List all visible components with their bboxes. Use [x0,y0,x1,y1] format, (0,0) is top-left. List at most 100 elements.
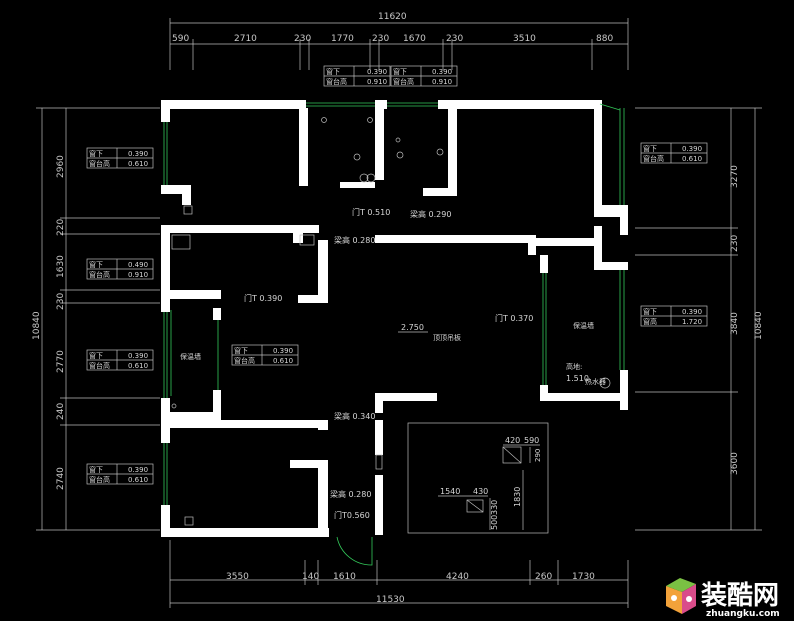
logo-url: zhuangku.com [706,609,780,619]
left-dimensions: 10840 2960 220 1630 230 2770 240 2740 [32,155,66,490]
dim-left-seg: 2740 [56,467,66,490]
svg-text:窗下: 窗下 [89,465,103,474]
dim-right-seg: 230 [730,235,740,252]
svg-text:1540: 1540 [440,487,460,496]
beam-label: 梁高 0.280 [334,235,375,245]
window-tags: 窗下 0.390 窗台高 0.910 窗下 0.390 窗台高 0.910 窗下 0.39… [86,65,708,485]
window-tag: 窗下 0.390 窗台高 0.610 [86,349,154,371]
dim-bottom-total: 11530 [376,595,405,605]
svg-text:0.910: 0.910 [367,78,387,86]
svg-text:窗台高: 窗台高 [643,154,664,163]
svg-text:窗下: 窗下 [89,351,103,360]
beam-label: 梁高 0.290 [410,209,451,219]
door-label: 门T 0.390 [244,293,282,303]
svg-text:0.390: 0.390 [128,150,148,158]
wall-label: 保温墙 [180,352,201,361]
door-label: 门T0.560 [334,510,370,520]
svg-text:0.610: 0.610 [128,362,148,370]
dim-top-seg: 590 [172,34,189,44]
dim-right-total: 10840 [754,311,764,340]
svg-text:0.390: 0.390 [682,308,702,316]
svg-text:500: 500 [490,515,499,530]
svg-text:330: 330 [490,500,499,515]
beam-label: 梁高 0.340 [334,411,375,421]
door-label: 门T 0.510 [352,207,390,217]
water-heater-label: 热水器 [585,377,606,386]
right-dimensions: 3270 230 3840 3600 10840 [730,165,764,475]
dim-top-seg: 1770 [331,34,354,44]
svg-text:0.610: 0.610 [273,357,293,365]
dim-bottom-seg: 260 [535,572,552,582]
dim-bottom-seg: 3550 [226,572,249,582]
wall-label: 保温墙 [573,321,594,330]
window-tag: 窗下 0.390 窗台高 0.910 [390,65,458,87]
svg-text:0.910: 0.910 [432,78,452,86]
dim-left-seg: 2770 [56,350,66,373]
svg-text:0.390: 0.390 [128,352,148,360]
door-swing [336,536,373,566]
dim-left-seg: 240 [56,403,66,420]
dim-right-seg: 3600 [730,452,740,475]
dim-left-seg: 220 [56,219,66,236]
svg-text:0.610: 0.610 [128,160,148,168]
dim-top-seg: 230 [446,34,463,44]
svg-text:窗下: 窗下 [643,307,657,316]
svg-text:窗下: 窗下 [643,144,657,153]
door-label: 门T 0.370 [495,313,533,323]
svg-text:窗下: 窗下 [393,67,407,76]
height-label: 高地: [566,362,582,371]
svg-text:窗台高: 窗台高 [234,356,255,365]
dim-left-total: 10840 [32,311,42,340]
dim-left-seg: 230 [56,293,66,310]
svg-text:窗台高: 窗台高 [326,77,347,86]
svg-text:290: 290 [534,449,542,462]
walls [161,100,628,537]
dim-top-seg: 1670 [403,34,426,44]
svg-text:1.720: 1.720 [682,318,702,326]
svg-text:1830: 1830 [513,487,522,507]
dim-top-seg: 230 [372,34,389,44]
svg-text:0.390: 0.390 [432,68,452,76]
svg-text:窗台高: 窗台高 [89,270,110,279]
height-value: 1.510 [566,374,589,383]
top-dimensions: 11620 590 2710 230 1770 230 1670 230 351… [172,12,613,44]
window-tag: 窗下 0.390 窗台高 0.910 [323,65,391,87]
dim-left-seg: 1630 [56,255,66,278]
fixtures [171,117,611,526]
svg-text:窗下: 窗下 [326,67,340,76]
dim-right-seg: 3840 [730,312,740,335]
svg-text:0.390: 0.390 [367,68,387,76]
ceiling-label: 顶顶吊板 [433,333,461,342]
svg-text:0.610: 0.610 [682,155,702,163]
dim-bottom-seg: 4240 [446,572,469,582]
dim-right-seg: 3270 [730,165,740,188]
svg-text:420: 420 [505,436,520,445]
dim-top-total: 11620 [378,12,407,22]
site-logo: 装酷网 zhuangku.com [666,578,780,619]
svg-text:窗台高: 窗台高 [89,361,110,370]
dim-top-seg: 880 [596,34,613,44]
svg-text:0.390: 0.390 [273,347,293,355]
beam-label: 梁高 0.280 [330,489,371,499]
dim-bottom-seg: 1730 [572,572,595,582]
dim-top-seg: 3510 [513,34,536,44]
svg-text:0.390: 0.390 [682,145,702,153]
logo-cube-icon [666,578,696,614]
window-tag: 窗下 0.390 窗台高 0.610 [640,142,708,164]
svg-text:590: 590 [524,436,539,445]
logo-text: 装酷网 [701,581,779,611]
dimension-lines [36,18,762,608]
svg-text:430: 430 [473,487,488,496]
svg-text:0.910: 0.910 [128,271,148,279]
svg-text:窗台高: 窗台高 [89,475,110,484]
dim-top-seg: 2710 [234,34,257,44]
svg-text:0.390: 0.390 [128,466,148,474]
kitchen-area [407,422,549,534]
dim-top-seg: 230 [294,34,311,44]
svg-text:窗台高: 窗台高 [393,77,414,86]
